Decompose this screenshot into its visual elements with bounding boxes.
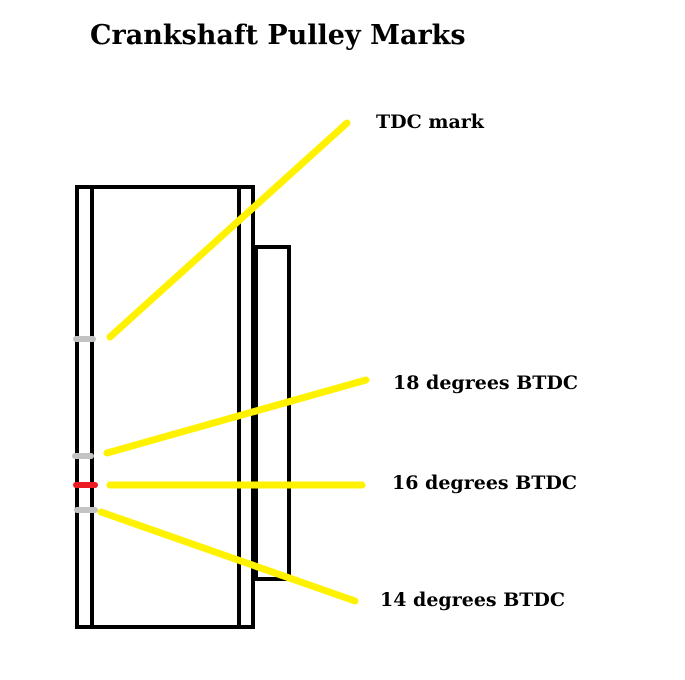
- pulley-body: [75, 185, 255, 629]
- tdc-label: TDC mark: [376, 111, 485, 133]
- 14-btdc-pointer-line: [97, 508, 359, 605]
- 16-btdc-label: 16 degrees BTDC: [392, 472, 577, 494]
- 14-btdc-label: 14 degrees BTDC: [380, 589, 565, 611]
- tdc-pointer-line: [106, 119, 351, 341]
- diagram-title: Crankshaft Pulley Marks: [90, 20, 466, 51]
- 18-btdc-pointer-line: [103, 376, 370, 457]
- 18-btdc-label: 18 degrees BTDC: [393, 372, 578, 394]
